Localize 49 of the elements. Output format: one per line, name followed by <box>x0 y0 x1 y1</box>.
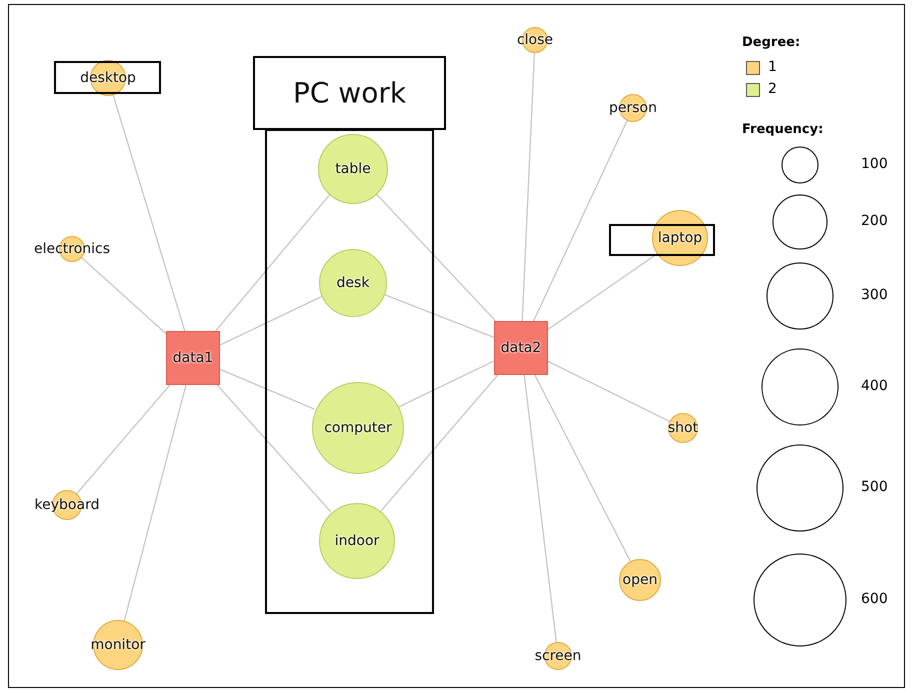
connector-line <box>398 360 494 408</box>
connector-line <box>534 374 631 562</box>
node-circle <box>619 559 661 601</box>
connector-line <box>533 120 628 322</box>
title-box <box>253 56 446 130</box>
legend-text: 500 <box>861 479 888 495</box>
data-square <box>494 321 548 375</box>
node-label: computer <box>324 420 392 436</box>
node-label: screen <box>534 648 582 664</box>
legend-text: 200 <box>861 213 888 229</box>
legend-text: 400 <box>861 378 888 394</box>
legend-text: 600 <box>861 591 888 607</box>
legend-text: 1 <box>768 59 777 75</box>
node-label: laptop <box>658 230 702 246</box>
connector-line <box>220 296 322 346</box>
node-label: table <box>335 161 371 177</box>
connector-line <box>383 294 494 338</box>
node-label: desk <box>336 275 370 291</box>
connector-line <box>216 384 332 512</box>
connector-line <box>548 360 670 422</box>
connector-line <box>124 384 187 621</box>
node-label: PC work <box>292 76 406 110</box>
group-box <box>265 129 434 614</box>
data-square <box>166 331 220 385</box>
connector-line <box>81 257 166 334</box>
connector-line <box>522 52 535 322</box>
node-label: data1 <box>172 350 214 366</box>
legend-heading: Frequency: <box>742 122 824 137</box>
legend-text: 100 <box>861 156 888 172</box>
node-label: shot <box>668 420 698 436</box>
node-label: data2 <box>500 340 542 356</box>
connector-line <box>548 253 658 330</box>
connector-line <box>112 95 186 332</box>
connector-line <box>380 374 498 512</box>
connector-line <box>220 368 315 410</box>
connector-line <box>215 194 330 332</box>
connector-line <box>524 374 557 642</box>
node-label: desktop <box>80 70 136 86</box>
legend-text: 2 <box>768 81 777 97</box>
legend-text: 300 <box>861 287 888 303</box>
legend-heading: Degree: <box>742 35 800 50</box>
node-label: monitor <box>90 637 146 653</box>
node-label: close <box>516 32 554 48</box>
connector-line <box>76 384 170 494</box>
node-label: person <box>609 100 657 116</box>
connector-line <box>376 193 496 322</box>
node-label: open <box>622 572 658 588</box>
node-label: indoor <box>334 533 380 549</box>
node-circle <box>668 413 698 443</box>
